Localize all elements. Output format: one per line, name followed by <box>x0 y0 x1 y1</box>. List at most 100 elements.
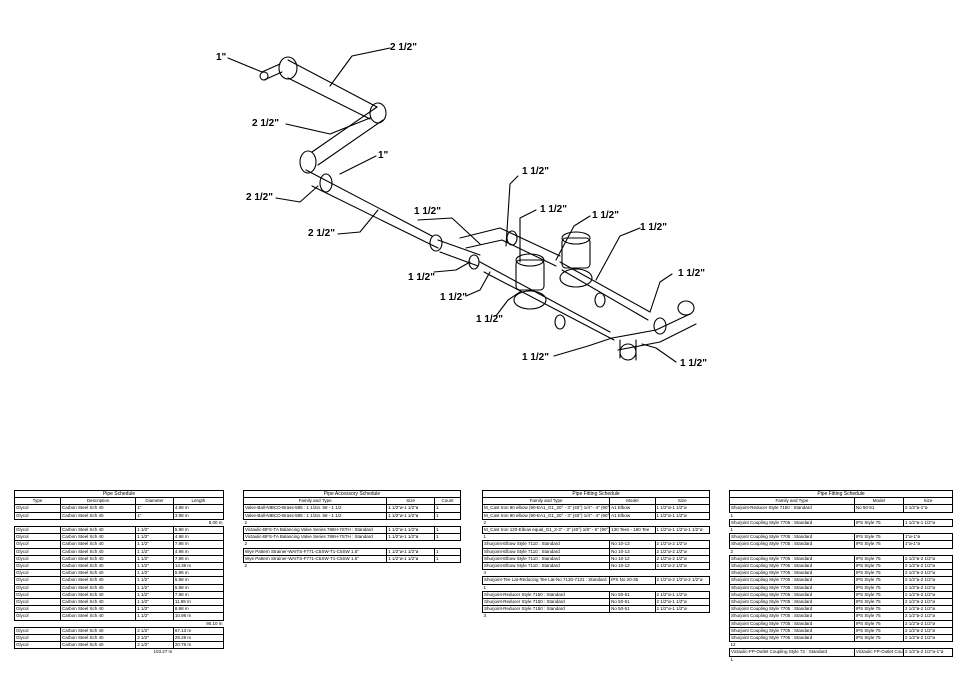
table-row: Victaulic-BFS-TA Balancing Valve Series … <box>242 526 462 535</box>
dimension-label: 1 1/2" <box>592 210 619 221</box>
table-cell: No 10-13 <box>609 547 656 556</box>
table-row: Shurjoint Coupling Style 7705 : Standard… <box>729 598 954 607</box>
table-cell: Glycol <box>14 504 61 513</box>
table-row: Shurjoint Coupling Style 7705 : Standard… <box>729 612 954 621</box>
table-cell: 2 1/2"ø-2 1/2"ø <box>654 547 711 556</box>
fitting-elbow <box>619 343 637 361</box>
pipe-segment <box>559 261 651 321</box>
table-cell: 2 1/2"ø-1 1/2"ø <box>654 590 711 600</box>
table-cell: Carbon Steel Sch 40 <box>59 554 137 564</box>
table-cell: Glycol <box>14 641 61 650</box>
table-cell: Glycol <box>14 612 61 621</box>
table-row: Shurjoint Coupling Style 7705 : Standard… <box>729 634 954 643</box>
table-cell: 2 1/2"ø-2 1/2"ø <box>902 605 954 614</box>
table-cell: 2 1/2"ø-2 1/2"ø <box>902 619 954 628</box>
dimension-label: 1 1/2" <box>640 222 667 233</box>
group-summary: 1 <box>483 584 487 590</box>
table-cell: 4.98 m <box>172 547 225 556</box>
fitting-coupling <box>653 317 667 335</box>
table-row: Shurjoint Coupling Style 7705 : Standard… <box>729 590 954 600</box>
table-cell: 1 <box>433 547 462 556</box>
table-cell: Glycol <box>14 511 61 520</box>
table-cell: Wye Pattern Strainer-WAITS-F771-C5SW-T1-… <box>242 547 388 556</box>
group-summary: 1 <box>730 512 734 518</box>
table-cell: Glycol <box>14 634 61 643</box>
table-cell: Shurjoint-Reducer Style 7150 : Standard <box>729 504 855 513</box>
table-cell: 1 1/2"ø-1 1/2"ø <box>386 504 435 513</box>
table-cell: Glycol <box>14 554 61 564</box>
table-cell: 1 1/2" <box>135 605 174 614</box>
table-cell: 2 1/2"ø-2 1/2"ø <box>902 583 954 592</box>
table-cell: No 50-51 <box>609 598 656 607</box>
table-cell: Carbon Steel Sch 40 <box>59 526 137 535</box>
table-row: Shurjoint Coupling Style 7705 : Standard… <box>729 554 954 564</box>
pipe-segment <box>305 169 439 249</box>
column-header: Family and Type <box>242 497 388 506</box>
pipe-segment <box>459 227 561 267</box>
table-cell: IPS Style 75 <box>853 518 904 528</box>
table-cell: 1 1/2" <box>135 526 174 535</box>
table-cell: 2 1/2"ø-1"ø <box>902 504 954 513</box>
table-row: Wye Pattern Strainer-WAITS-F771-C5SW-T1-… <box>242 547 462 556</box>
table-cell: IPS Style 75 <box>853 619 904 628</box>
table-cell: Carbon Steel Sch 40 <box>59 583 137 592</box>
table-cell: Carbon Steel Sch 40 <box>59 511 137 520</box>
table-cell: Shurjoint Coupling Style 7705 : Standard <box>729 626 855 636</box>
table-row: Shurjoint-Tee Lat-Reducing Tee Lat-No 71… <box>481 576 711 585</box>
table-cell: 2 1/2"ø-2 1/2"ø <box>654 562 711 571</box>
table-cell: M_Cast Iron 90 elbow (90-EA1_G1_20° - 3"… <box>481 511 611 520</box>
table-cell: Shurjoint Coupling Style 7705 : Standard <box>729 619 855 628</box>
schedule-title-row: Pipe Fitting Schedule <box>729 489 953 499</box>
group-summary: 2 <box>730 548 734 554</box>
schedule-title-row: Pipe Schedule <box>14 489 224 499</box>
fitting-cap <box>259 71 269 81</box>
pipe-segment <box>611 313 697 351</box>
table-cell: Carbon Steel Sch 40 <box>59 576 137 585</box>
group-summary: 2 <box>244 519 248 525</box>
group-summary: 2 <box>244 563 248 569</box>
table-cell: 3.98 m <box>172 511 225 520</box>
table-cell: Glycol <box>14 605 61 614</box>
group-summary: 2 <box>483 519 487 525</box>
pipe-segment <box>311 106 384 166</box>
table-cell: IPS No 20-35 <box>609 576 656 585</box>
dimension-label: 2 1/2" <box>246 192 273 203</box>
table-cell: Glycol <box>14 569 61 578</box>
table-cell: Shurjoint Coupling Style 7705 : Standard <box>729 569 855 578</box>
fitting-elbow <box>299 150 317 174</box>
dimension-label: 1 1/2" <box>680 358 707 369</box>
grand-total: 103.27 m <box>153 649 173 655</box>
table-cell: 2 1/2" <box>135 634 174 643</box>
table-cell: 2 1/2"ø-2 1/2"ø <box>902 626 954 636</box>
fitting-coupling <box>554 314 566 330</box>
table-row: M_Cast Iron 90 elbow (90-EA1_G1_20° - 3"… <box>481 504 711 513</box>
table-cell: 14.38 m <box>172 562 225 571</box>
table-cell: Victaulic FP-Outlet Coupling Style 72 <box>853 648 904 657</box>
fitting-elbow <box>369 102 387 124</box>
table-row: Shurjoint Coupling Style 7705 : Standard… <box>729 533 954 542</box>
table-cell: Glycol <box>14 547 61 556</box>
dimension-label: 1" <box>216 52 227 63</box>
table-cell: Shurjoint Coupling Style 7705 : Standard <box>729 590 855 600</box>
dimension-label: 1 1/2" <box>476 314 503 325</box>
table-cell: 2 1/2" <box>135 626 174 636</box>
group-summary: 1 <box>483 534 487 540</box>
table-cell: 2 1/2"ø-2 1/2"ø-2 1/2"ø <box>654 576 711 585</box>
table-cell: Wye Pattern Strainer-WAITS-F771-C5SW-T1-… <box>242 554 388 564</box>
table-cell: Shurjoint-Elbow Style 7110 : Standard <box>481 547 611 556</box>
table-cell: IPS Style 75 <box>853 576 904 585</box>
table-cell: IPS Style 75 <box>853 583 904 592</box>
table-cell: 1 <box>433 554 462 564</box>
table-cell: Carbon Steel Sch 40 <box>59 605 137 614</box>
